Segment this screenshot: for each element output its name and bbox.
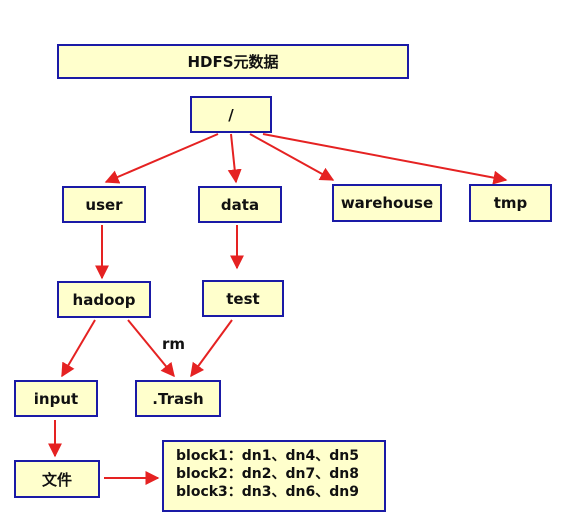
node-file: 文件 bbox=[14, 460, 100, 498]
node-input-label: input bbox=[33, 389, 79, 408]
diagram-title-box: HDFS元数据 bbox=[57, 44, 409, 79]
node-root-label: / bbox=[228, 105, 234, 124]
node-test: test bbox=[202, 280, 284, 317]
node-trash-label: .Trash bbox=[152, 389, 204, 408]
node-tmp: tmp bbox=[469, 184, 552, 222]
arrow-test-to-trash bbox=[190, 319, 233, 378]
node-trash: .Trash bbox=[135, 380, 221, 417]
arrow-root-to-warehouse bbox=[249, 133, 335, 181]
arrow-root-to-data bbox=[227, 133, 242, 184]
block-line-3: block3：dn3、dn6、dn9 bbox=[176, 484, 359, 500]
block-location-box: block1：dn1、dn4、dn5 block2：dn2、dn7、dn8 bl… bbox=[162, 440, 386, 512]
node-data: data bbox=[198, 186, 282, 223]
block-line-1: block1：dn1、dn4、dn5 bbox=[176, 448, 359, 464]
diagram-title: HDFS元数据 bbox=[187, 53, 279, 71]
node-user: user bbox=[62, 186, 146, 223]
node-user-label: user bbox=[85, 195, 123, 214]
node-hadoop: hadoop bbox=[57, 281, 151, 318]
node-file-label: 文件 bbox=[41, 470, 72, 489]
arrow-hadoop-to-trash bbox=[127, 319, 175, 378]
node-tmp-label: tmp bbox=[493, 194, 528, 212]
arrow-hadoop-to-input bbox=[61, 319, 96, 378]
node-root: / bbox=[190, 96, 272, 133]
node-data-label: data bbox=[220, 195, 260, 214]
node-input: input bbox=[14, 380, 98, 417]
block-line-2: block2：dn2、dn7、dn8 bbox=[176, 466, 359, 482]
node-warehouse-label: warehouse bbox=[340, 194, 434, 212]
arrow-root-to-user bbox=[104, 133, 219, 184]
edge-label-rm: rm bbox=[162, 335, 186, 353]
node-test-label: test bbox=[226, 289, 260, 308]
node-hadoop-label: hadoop bbox=[72, 290, 136, 309]
arrow-root-to-tmp bbox=[262, 133, 508, 185]
node-warehouse: warehouse bbox=[332, 184, 442, 222]
